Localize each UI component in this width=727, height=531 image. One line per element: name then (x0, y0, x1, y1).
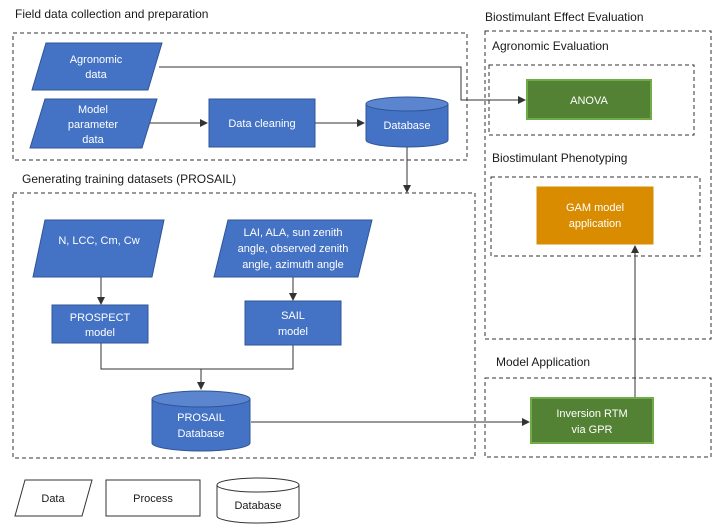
database-label: Database (383, 120, 430, 132)
connector-models-join (100, 343, 294, 370)
legend-database: Database (216, 477, 300, 524)
model-param-line3: data (82, 134, 104, 146)
canopy-params-line3: angle, azimuth angle (242, 259, 344, 271)
phenotyping-group (490, 176, 701, 257)
prospect-line1: PROSPECT (70, 312, 131, 324)
connector-agronomic-to-anova (159, 66, 526, 104)
field-data-group (12, 32, 468, 161)
section-title-phenotyping: Biostimulant Phenotyping (492, 151, 627, 165)
legend-process: Process (105, 479, 201, 517)
prosail-db-line2: Database (177, 428, 224, 440)
sail-line1: SAIL (281, 310, 305, 322)
canopy-params-line2: angle, observed zenith (238, 243, 349, 255)
legend-database-label: Database (234, 500, 281, 512)
sail-model-node: SAIL model (244, 300, 342, 346)
biostim-evaluation-group (484, 30, 712, 340)
model-application-group (484, 377, 712, 458)
legend-data: Data (14, 479, 93, 517)
anova-node: ANOVA (526, 79, 652, 120)
canopy-params-line1: LAI, ALA, sun zenith (243, 227, 342, 239)
agronomic-data-line1: Agronomic (70, 54, 123, 66)
data-cleaning-label: Data cleaning (228, 118, 295, 130)
sail-line2: model (278, 326, 308, 338)
gam-line1: GAM model (566, 202, 624, 214)
database-node: Database (365, 96, 449, 148)
prospect-line2: model (85, 327, 115, 339)
canopy-parameters-node: LAI, ALA, sun zenith angle, observed zen… (213, 219, 373, 278)
data-cleaning-node: Data cleaning (208, 98, 316, 148)
legend-data-label: Data (41, 493, 65, 505)
section-title-field: Field data collection and preparation (15, 7, 208, 21)
leaf-params-line1: N, LCC, Cm, Cw (58, 235, 139, 247)
model-param-line1: Model (78, 104, 108, 116)
inversion-line1: Inversion RTM (556, 408, 627, 420)
inversion-rtm-node: Inversion RTM via GPR (530, 397, 654, 444)
section-title-agronomic: Agronomic Evaluation (492, 39, 609, 53)
gam-line2: application (569, 218, 622, 230)
agronomic-data-line2: data (85, 69, 107, 81)
prosail-db-line1: PROSAIL (177, 412, 225, 424)
section-title-model-app: Model Application (496, 355, 590, 369)
model-param-line2: parameter (68, 119, 118, 131)
prosail-database-node: PROSAIL Database (151, 390, 251, 452)
leaf-parameters-node: N, LCC, Cm, Cw (32, 219, 165, 278)
gam-model-node: GAM model application (536, 186, 654, 245)
prospect-model-node: PROSPECT model (51, 304, 149, 344)
training-datasets-group (12, 192, 476, 459)
agronomic-data-node: Agronomic data (31, 42, 163, 91)
section-title-training: Generating training datasets (PROSAIL) (22, 172, 236, 186)
inversion-line2: via GPR (572, 424, 613, 436)
legend-process-label: Process (133, 493, 173, 505)
model-parameter-data-node: Model parameter data (29, 98, 158, 149)
section-title-biostim: Biostimulant Effect Evaluation (485, 10, 644, 24)
anova-label: ANOVA (570, 95, 608, 107)
